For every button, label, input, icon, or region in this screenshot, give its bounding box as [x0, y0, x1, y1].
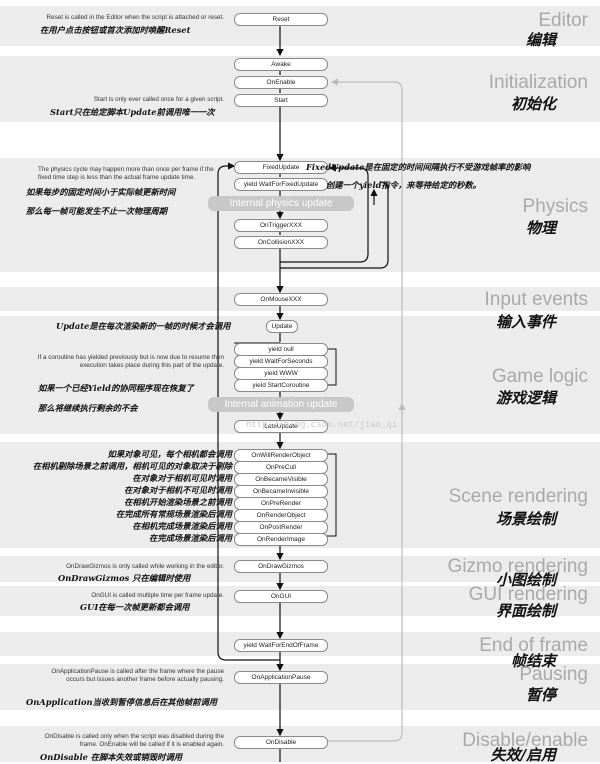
- section-gamelogic-zh: 游戏逻辑: [495, 389, 556, 407]
- note-update-cn: Update是在每次渲染新的一帧的时候才会调用: [56, 321, 231, 331]
- section-initialization-title: Initialization: [488, 72, 588, 93]
- section-gizmo-zh: 小图绘制: [495, 571, 556, 589]
- section-physics-zh: 物理: [525, 219, 556, 237]
- node-update: Update: [266, 320, 298, 333]
- note-gizmos-en: OnDrawGizmos is only called while workin…: [66, 563, 224, 570]
- note-gui-cn: GUI在每一次帧更新都会调用: [80, 602, 190, 612]
- note-start-cn: Start只在给定脚本Update前调用唯一一次: [50, 107, 215, 117]
- note-precull-cn: 在相机剔除场景之前调用，相机可见的对象取决于剔除: [32, 461, 232, 471]
- section-gamelogic-title: Game logic: [491, 366, 588, 387]
- pill-internal-animation: Internal animation update: [208, 397, 354, 412]
- note-pause-cn: OnApplication当收到暂停信息后在其他帧前调用: [26, 697, 218, 707]
- node-fixedupdate: FixedUpdate: [234, 161, 328, 174]
- section-editor-zh: 编辑: [525, 31, 556, 49]
- note-start-en: Start is only ever called once for a giv…: [93, 96, 224, 103]
- note-reset-en: Reset is called in the Editor when the s…: [46, 14, 224, 21]
- band-physics: [0, 158, 600, 272]
- note-willrender-cn: 如果对象可见，每个相机都会调用: [107, 449, 232, 459]
- node-lateupdate: LateUpdate: [234, 420, 328, 433]
- section-scene-title: Scene rendering: [448, 486, 588, 507]
- node-ondisable: OnDisable: [234, 736, 328, 749]
- section-endframe-title: End of frame: [479, 635, 588, 656]
- note-yieldfixed-cn: 创建一个yield指令，来等待给定的秒数。: [326, 180, 481, 190]
- section-editor-title: Editor: [538, 10, 588, 31]
- section-physics-title: Physics: [522, 196, 588, 217]
- note-invisible-cn: 在对象对于相机不可见时调用: [124, 485, 232, 495]
- section-scene-zh: 场景绘制: [495, 510, 556, 528]
- note-prerender-cn: 在相机开始渲染场景之前调用: [124, 497, 232, 507]
- note-fixed-cn: FixedUpdate是在固定的时间间隔执行不受游戏帧率的影响: [306, 162, 531, 172]
- node-onenable: OnEnable: [234, 76, 328, 89]
- note-reset-cn: 在用户点击按钮或首次添加时唤醒Reset: [40, 25, 191, 35]
- section-gizmo-title: Gizmo rendering: [447, 556, 588, 577]
- section-input-zh: 输入事件: [495, 313, 556, 331]
- node-yield-fixed: yield WaitForFixedUpdate: [234, 178, 328, 191]
- watermark: http://blog.csdn.net/jiao_qi: [246, 420, 398, 430]
- note-renderimage-cn: 在完成场景渲染后调用: [149, 533, 232, 543]
- note-coroutine-cn2: 那么将继续执行剩余的不会: [38, 403, 138, 413]
- node-ongui: OnGUI: [234, 590, 328, 603]
- note-gui-en: OnGUI is called multiple time per frame …: [91, 592, 224, 599]
- note-physics-cn1: 如果每步的固定时间小于实际帧更新时间: [26, 187, 176, 197]
- node-onapppause: OnApplicationPause: [234, 671, 328, 684]
- note-coroutine-cn1: 如果一个已经Yield的协同程序现在恢复了: [38, 383, 194, 393]
- note-disable-en: OnDisable is called only when the script…: [44, 733, 224, 748]
- note-postrender-cn: 在相机完成场景渲染后调用: [132, 521, 232, 531]
- node-awake: Awake: [234, 58, 328, 71]
- node-yield-endframe: yield WaitForEndOfFrame: [234, 639, 328, 652]
- node-reset: Reset: [234, 13, 328, 26]
- node-ondrawgizmos: OnDrawGizmos: [234, 560, 328, 573]
- section-disable-title: Disable/enable: [462, 730, 588, 751]
- note-gizmos-cn: OnDrawGizmos 只在编辑时使用: [58, 573, 191, 583]
- section-pausing-title: Pausing: [519, 664, 588, 685]
- node-yield-coroutine: yield StartCoroutine: [234, 379, 328, 392]
- node-start: Start: [234, 94, 328, 107]
- note-physics-cn2: 那么每一帧可能发生不止一次物理周期: [26, 206, 168, 216]
- note-renderobject-cn: 在完成所有常规场景渲染后调用: [115, 509, 232, 519]
- pill-internal-physics: Internal physics update: [208, 196, 354, 211]
- band-editor: [0, 6, 600, 46]
- note-coroutine-en: If a coroutine has yielded previously bu…: [37, 354, 224, 369]
- node-onprecull: OnPreCull: [234, 461, 328, 474]
- section-gui-title: GUI rendering: [468, 584, 588, 605]
- node-onrenderimage: OnRenderImage: [234, 533, 328, 546]
- note-visible-cn: 在对象对于相机可见时调用: [132, 473, 232, 483]
- section-initialization-zh: 初始化: [510, 95, 556, 113]
- note-physics-en: The physics cycle may happen more than o…: [38, 166, 214, 181]
- section-gui-zh: 界面绘制: [495, 602, 556, 620]
- node-ontrigger: OnTriggerXXX: [234, 219, 328, 232]
- node-oncollision: OnCollisionXXX: [234, 236, 328, 249]
- note-pause-en: OnApplicationPause is called after the f…: [51, 668, 224, 683]
- section-disable-zh: 失效/启用: [490, 746, 556, 764]
- node-onmouse: OnMouseXXX: [234, 293, 328, 306]
- note-disable-cn: OnDisable 在脚本失效或销毁时调用: [40, 752, 183, 762]
- section-pausing-zh: 暂停: [525, 686, 556, 704]
- section-input-title: Input events: [484, 289, 588, 310]
- section-endframe-zh: 帧结束: [510, 652, 556, 670]
